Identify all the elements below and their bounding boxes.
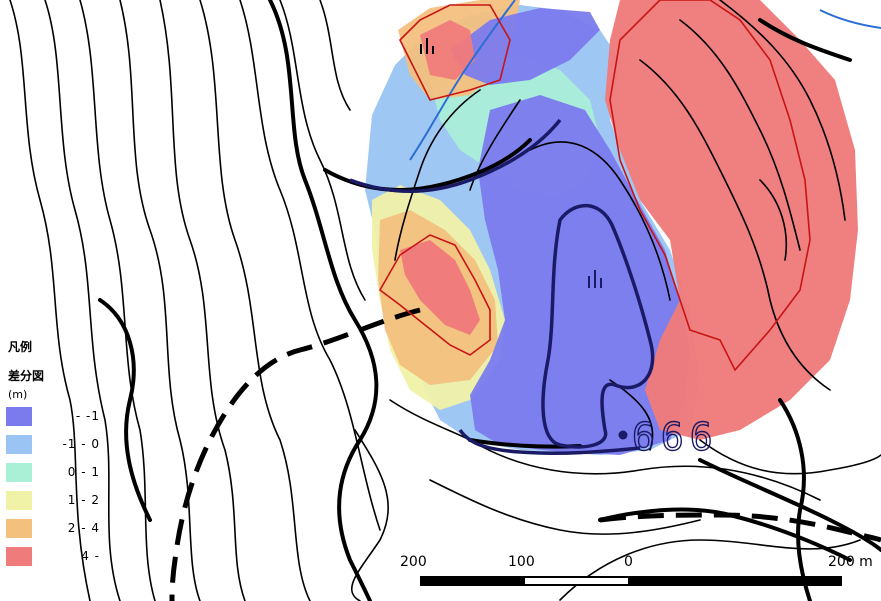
landslide-outline-west — [378, 234, 491, 356]
summit-symbol-north-icon — [420, 38, 434, 54]
raster-blue-dark — [470, 95, 690, 455]
legend-range-label: 4 - — [81, 549, 100, 563]
raster-red-east — [605, 0, 858, 440]
elevation-label: 666 — [632, 415, 719, 459]
streams — [409, 0, 881, 161]
legend-swatch — [6, 435, 32, 454]
legend-row: 1 - 2 — [4, 491, 104, 510]
scale-segment — [525, 576, 628, 586]
raster-red-west — [400, 240, 480, 335]
legend-range-label: 0 - 1 — [67, 465, 100, 479]
dashed-boundary-line — [169, 307, 881, 601]
landslide-outline-east — [609, 0, 811, 372]
scale-segment — [628, 576, 842, 586]
map-legend: 凡例 差分図 (m) - -1 -1 - 0 0 - 1 1 - 2 2 - 4… — [4, 338, 104, 575]
legend-swatch — [6, 547, 32, 566]
legend-range-label: -1 - 0 — [62, 437, 100, 451]
scale-segment — [420, 576, 525, 586]
legend-range-label: 1 - 2 — [67, 493, 100, 507]
legend-row: 0 - 1 — [4, 463, 104, 482]
scale-label-0: 0 — [624, 554, 633, 570]
landslide-outlines — [378, 0, 811, 372]
contour-summit — [349, 118, 655, 455]
legend-subtitle: 差分図 — [8, 369, 45, 383]
legend-row: 2 - 4 — [4, 519, 104, 538]
legend-swatch — [6, 407, 32, 426]
map-symbols — [420, 38, 628, 440]
scale-label-100: 100 — [508, 554, 535, 570]
summit-symbol-icon — [588, 270, 602, 288]
legend-unit: (m) — [8, 388, 28, 401]
landslide-outline-north — [399, 4, 511, 101]
legend-title: 凡例 — [8, 340, 33, 354]
legend-row: 4 - — [4, 547, 104, 566]
legend-swatch — [6, 491, 32, 510]
legend-range-label: 2 - 4 — [67, 521, 100, 535]
raster-blue-dark-north — [450, 8, 600, 85]
scale-label-200m: 200 m — [828, 554, 873, 570]
scale-label-200: 200 — [400, 554, 427, 570]
legend-row: - -1 — [4, 407, 104, 426]
scale-bar: 200 100 0 200 m — [400, 548, 875, 593]
legend-swatch — [6, 463, 32, 482]
elevation-point-icon — [618, 430, 628, 440]
legend-range-label: - -1 — [75, 409, 100, 423]
legend-row: -1 - 0 — [4, 435, 104, 454]
raster-red-north — [420, 20, 475, 80]
legend-swatch — [6, 519, 32, 538]
